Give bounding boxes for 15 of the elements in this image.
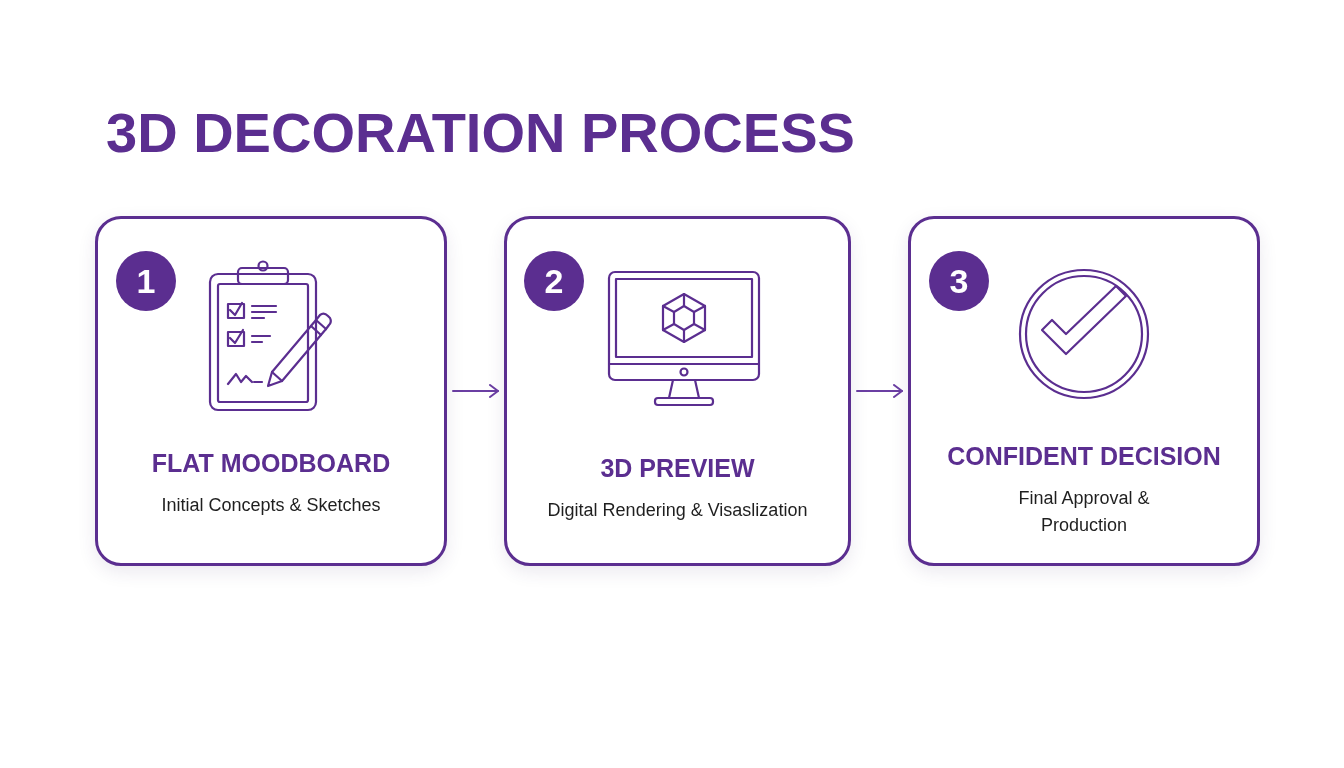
step-number-badge: 2 [524, 251, 584, 311]
step-card [95, 216, 447, 566]
step-heading: 3D PREVIEW [600, 453, 755, 483]
arrow [452, 384, 499, 398]
step-card [504, 216, 851, 566]
step-description: Final Approval & Production [1017, 487, 1151, 537]
step-heading: FLAT MOODBOARD [151, 448, 391, 478]
step-card [908, 216, 1260, 566]
step-number-badge: 1 [116, 251, 176, 311]
step-number-badge: 3 [929, 251, 989, 311]
step-description: Digital Rendering & Visaslization [547, 499, 808, 522]
diagram-title: 3D DECORATION PROCESS [106, 100, 855, 166]
step-heading: CONFIDENT DECISION [947, 441, 1221, 471]
arrow [856, 384, 903, 398]
step-description: Initial Concepts & Sketches [161, 494, 381, 517]
